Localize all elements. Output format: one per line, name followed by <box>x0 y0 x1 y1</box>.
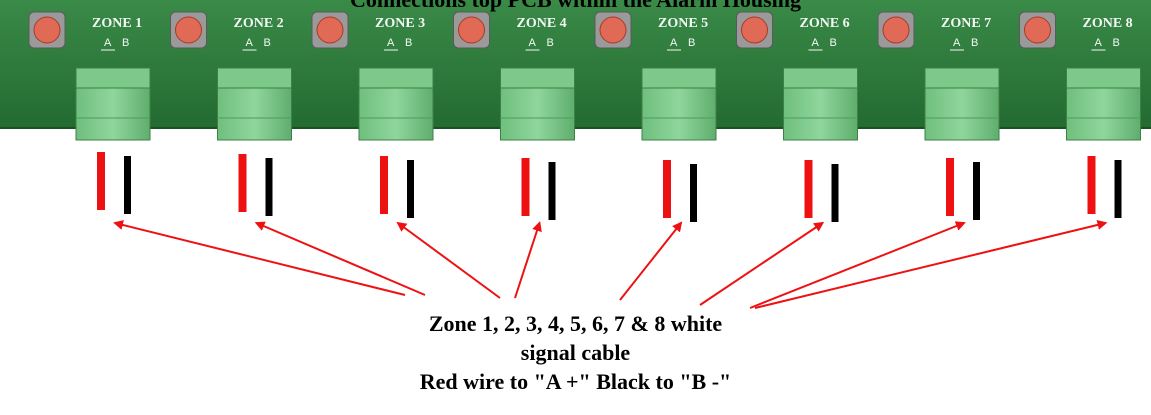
terminal-b-label: B <box>264 37 271 49</box>
zone-label: ZONE 1 <box>92 16 142 31</box>
pointer-arrow <box>749 221 966 309</box>
black-wire <box>1114 160 1122 218</box>
terminal-block-top <box>500 67 575 89</box>
pointer-arrow <box>113 220 406 296</box>
terminal-block <box>924 87 1000 141</box>
black-wire <box>407 160 414 218</box>
zone-label: ZONE 2 <box>234 16 284 31</box>
zone-label: ZONE 7 <box>941 16 991 31</box>
red-wire <box>663 160 671 218</box>
terminal-block-top <box>358 67 434 89</box>
push-button <box>175 16 202 44</box>
terminal-block-top <box>75 67 151 89</box>
pointer-arrow <box>254 221 426 296</box>
terminal-b-label: B <box>830 37 837 49</box>
terminal-a-label: A <box>812 37 820 49</box>
push-button <box>1024 16 1051 44</box>
terminal-a-label: A <box>670 37 678 49</box>
pointer-arrow <box>699 221 825 306</box>
zone-label: ZONE 6 <box>800 16 850 31</box>
caption-line-1: Zone 1, 2, 3, 4, 5, 6, 7 & 8 white <box>428 311 723 336</box>
terminal-block-top <box>217 67 292 89</box>
caption-line-2: signal cable <box>520 340 631 365</box>
terminal-b-label: B <box>122 37 129 49</box>
page-title: Connections top PCB within the Alarm Hou… <box>0 0 1151 13</box>
zone-label: ZONE 5 <box>658 16 708 31</box>
black-wire <box>548 162 556 220</box>
push-button <box>741 16 768 44</box>
terminal-a-label: A <box>1095 37 1103 49</box>
terminal-a-label: A <box>387 37 395 49</box>
red-wire <box>804 160 813 218</box>
push-button <box>33 16 61 44</box>
zone-label: ZONE 3 <box>375 16 425 31</box>
black-wire <box>265 158 273 216</box>
terminal-block <box>1066 87 1141 141</box>
terminal-b-label: B <box>971 37 978 49</box>
red-wire <box>1087 156 1096 214</box>
terminal-b-label: B <box>405 37 412 49</box>
red-wire <box>380 156 388 214</box>
push-button <box>458 16 485 44</box>
terminal-a-label: A <box>529 37 537 49</box>
pointer-arrow <box>396 221 501 299</box>
terminal-block-top <box>924 67 1000 89</box>
terminal-block <box>641 87 717 141</box>
red-wire <box>521 158 530 216</box>
terminal-block-top <box>783 67 858 89</box>
red-wire <box>238 154 247 212</box>
terminal-block <box>500 87 575 141</box>
push-button <box>882 16 910 44</box>
terminal-block <box>75 87 151 141</box>
push-button <box>316 16 344 44</box>
terminal-block <box>783 87 858 141</box>
zone-label: ZONE 4 <box>517 16 567 31</box>
terminal-b-label: B <box>688 37 695 49</box>
terminal-b-label: B <box>1113 37 1120 49</box>
red-wire <box>97 152 105 210</box>
black-wire <box>973 162 980 220</box>
caption-line-3: Red wire to "A +" Black to "B -" <box>419 369 732 394</box>
black-wire <box>124 156 131 214</box>
terminal-block <box>217 87 292 141</box>
terminal-a-label: A <box>953 37 961 49</box>
pointer-arrow <box>754 220 1108 309</box>
terminal-block-top <box>641 67 717 89</box>
terminal-b-label: B <box>547 37 554 49</box>
black-wire <box>831 164 839 222</box>
pointer-arrow <box>514 221 542 299</box>
black-wire <box>690 164 697 222</box>
pointer-arrow <box>619 221 683 301</box>
push-button <box>599 16 627 44</box>
zone-label: ZONE 8 <box>1083 16 1133 31</box>
terminal-block <box>358 87 434 141</box>
terminal-block-top <box>1066 67 1141 89</box>
terminal-a-label: A <box>246 37 254 49</box>
terminal-a-label: A <box>104 37 112 49</box>
red-wire <box>946 158 954 216</box>
